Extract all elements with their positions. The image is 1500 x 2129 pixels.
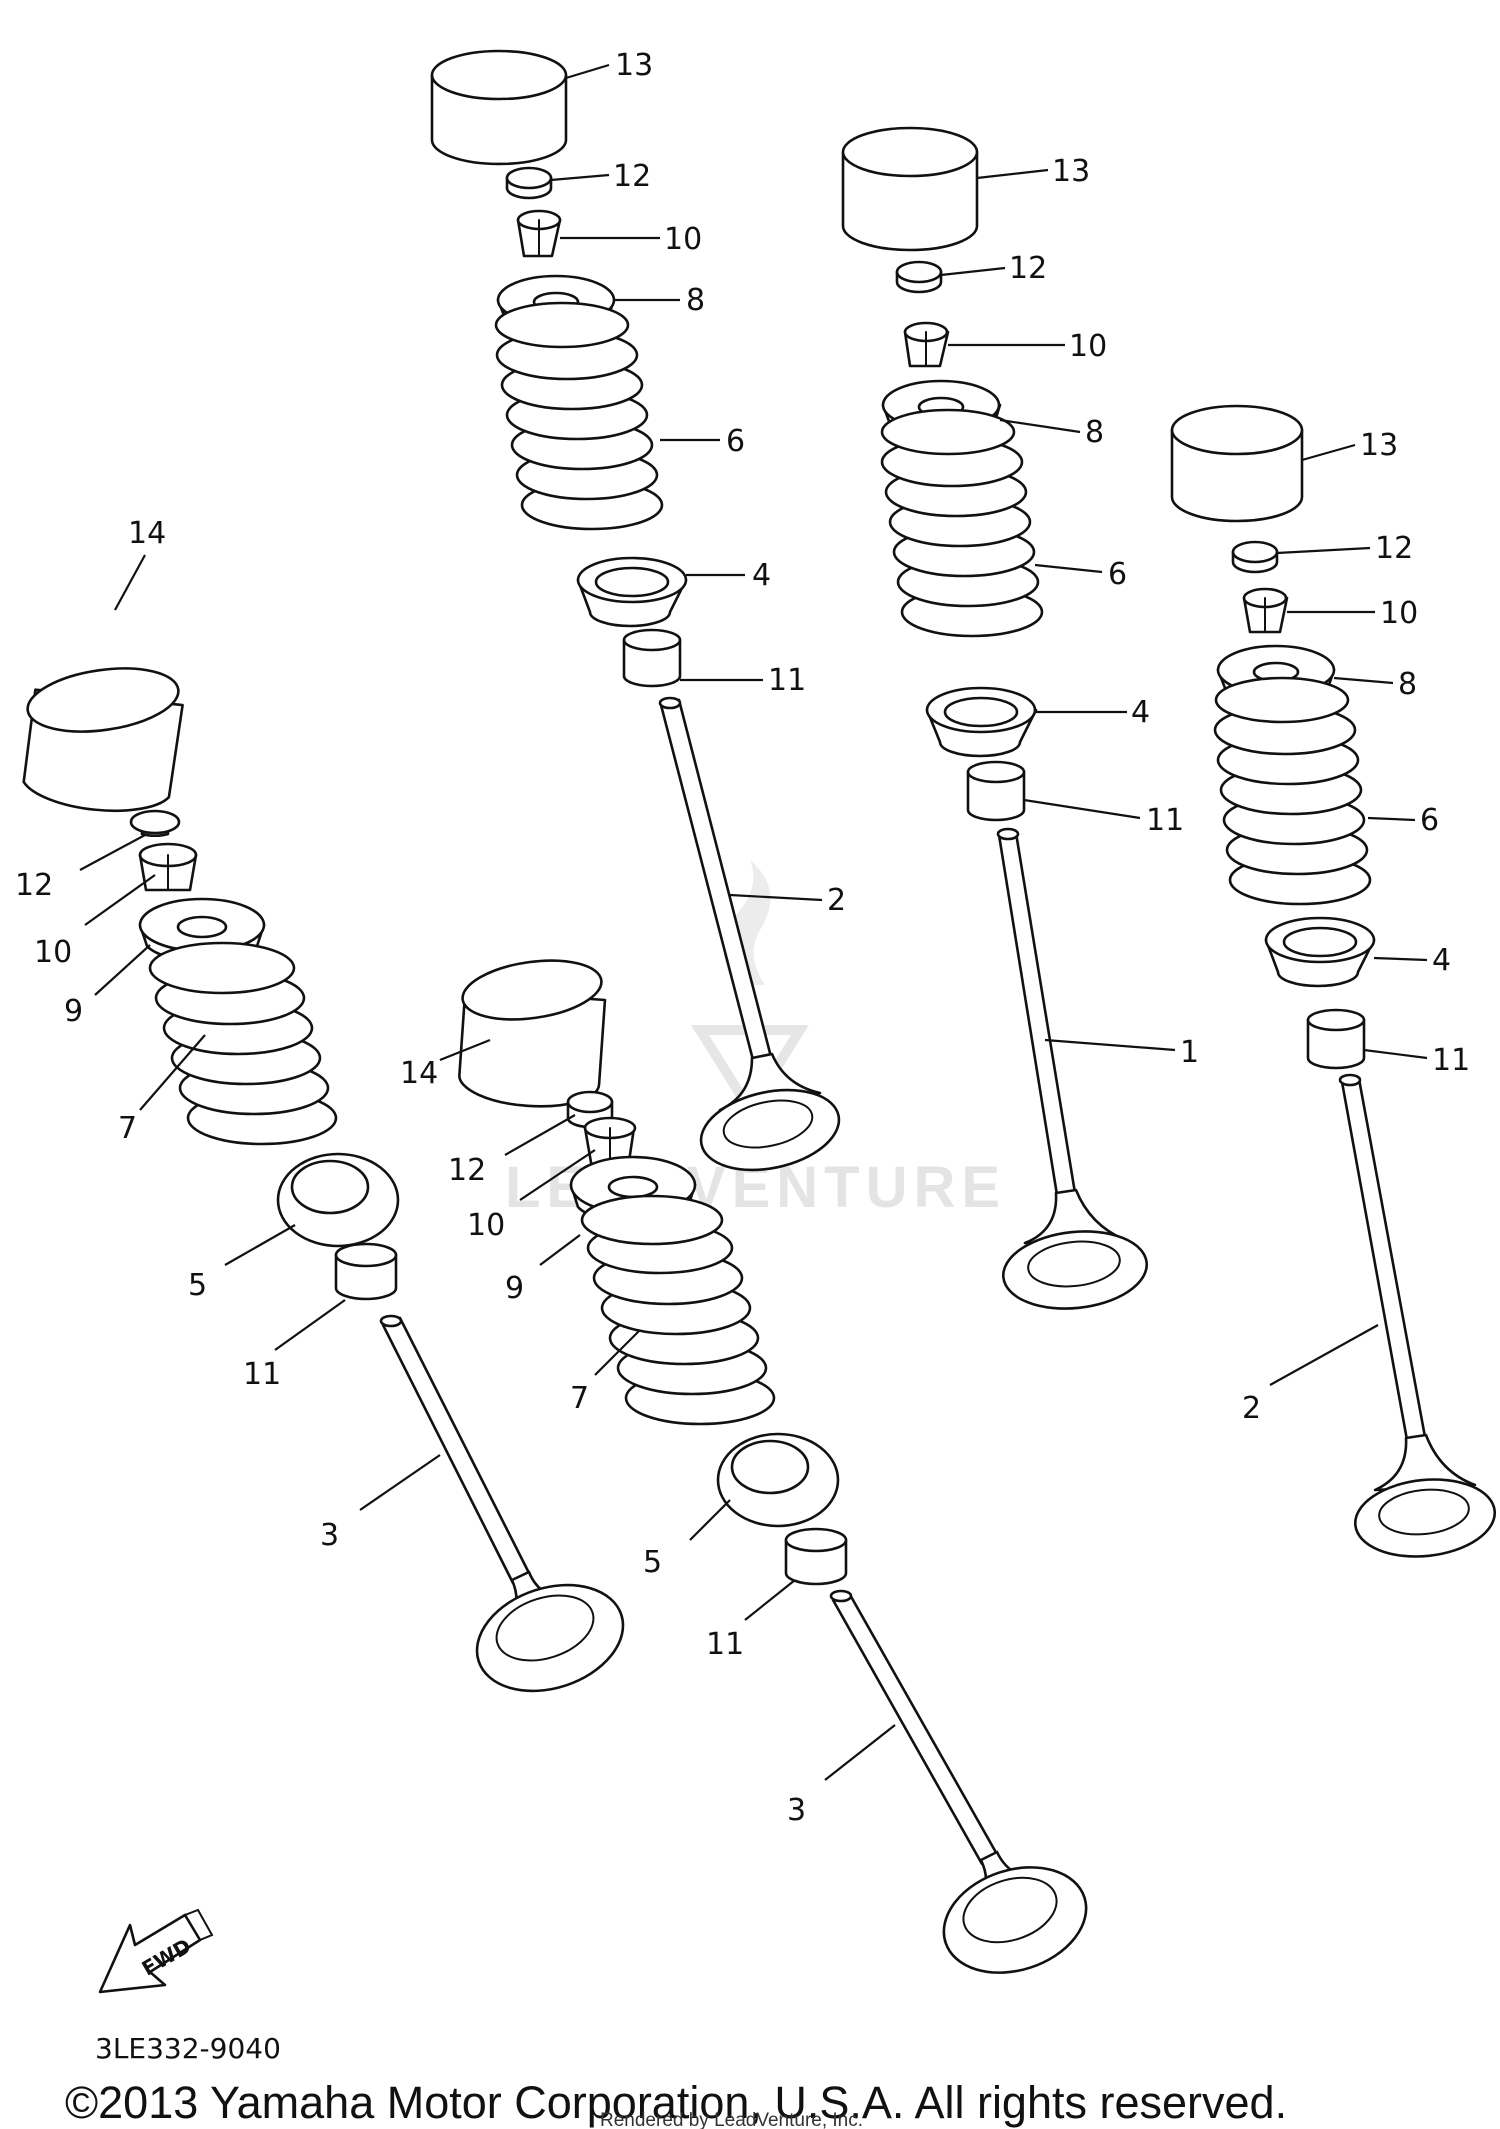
valve (658, 696, 841, 1172)
spring-seat (276, 1152, 400, 1248)
callout-12: 12 (448, 1153, 486, 1188)
callout-9: 9 (64, 994, 83, 1029)
callout-12: 12 (15, 868, 53, 903)
callouts: 14 12 10 9 7 5 11 3 (400, 1038, 896, 1828)
callout-12: 12 (1009, 251, 1047, 286)
callout-8: 8 (1085, 415, 1104, 450)
callout-1: 1 (1180, 1035, 1199, 1070)
valve-assembly-d: 14 12 10 9 7 5 11 3 (15, 516, 625, 1693)
callout-11: 11 (1432, 1043, 1470, 1078)
valve-spring (148, 941, 338, 1146)
valve-assembly-a: 13 12 10 8 6 4 11 2 (430, 48, 846, 1172)
callout-8: 8 (686, 283, 705, 318)
tappet (22, 667, 184, 813)
valve (996, 827, 1149, 1310)
callout-13: 13 (1360, 428, 1398, 463)
cotter (138, 842, 198, 892)
tappet (841, 126, 979, 252)
callouts: 13 12 10 8 6 4 11 2 (550, 48, 846, 918)
callout-5: 5 (643, 1545, 662, 1580)
callout-6: 6 (1420, 803, 1439, 838)
valve-spring (880, 408, 1044, 638)
valve-spring (1213, 676, 1372, 906)
callout-6: 6 (726, 424, 745, 459)
callout-10: 10 (664, 222, 702, 257)
callout-8: 8 (1398, 667, 1417, 702)
callout-14: 14 (400, 1056, 438, 1091)
rendered-by-text: Rendered by LeadVenture, Inc. (600, 2110, 863, 2129)
spring-seat (716, 1432, 840, 1528)
spring-seat (925, 686, 1038, 758)
callout-14: 14 (128, 516, 166, 551)
callout-4: 4 (1432, 943, 1451, 978)
shim (895, 260, 943, 294)
callout-7: 7 (118, 1111, 137, 1146)
callout-12: 12 (1375, 531, 1413, 566)
valve-stem-seal (784, 1527, 848, 1586)
callout-10: 10 (467, 1208, 505, 1243)
shim (129, 809, 181, 838)
callout-13: 13 (615, 48, 653, 83)
callout-7: 7 (570, 1381, 589, 1416)
tappet (430, 49, 568, 166)
callouts: 13 12 10 8 6 4 11 1 (940, 154, 1199, 1070)
callout-3: 3 (787, 1793, 806, 1828)
callout-3: 3 (320, 1518, 339, 1553)
tappet (1170, 404, 1304, 523)
spring-seat (576, 556, 688, 628)
valve-spring (580, 1194, 776, 1426)
callout-4: 4 (1131, 695, 1150, 730)
valve (1338, 1073, 1497, 1558)
shim (505, 166, 553, 200)
valve (379, 1314, 625, 1693)
valve (829, 1589, 1088, 1974)
callout-5: 5 (188, 1268, 207, 1303)
callout-11: 11 (243, 1357, 281, 1392)
cotter (583, 1116, 637, 1170)
cotter (1242, 587, 1289, 634)
shim (1231, 540, 1279, 574)
copyright-text: ©2013 Yamaha Motor Corporation, U.S.A. A… (65, 2077, 1287, 2128)
callout-10: 10 (34, 935, 72, 970)
valve-stem-seal (622, 628, 682, 688)
tappet (458, 959, 607, 1108)
part-code: 3LE332-9040 (95, 2032, 281, 2065)
callout-11: 11 (706, 1627, 744, 1662)
callout-2: 2 (827, 883, 846, 918)
callout-10: 10 (1380, 596, 1418, 631)
callouts: 14 12 10 9 7 5 11 3 (15, 516, 441, 1553)
valve-stem-seal (1306, 1008, 1366, 1070)
valve-spring (494, 301, 664, 531)
valve-stem-seal (334, 1242, 398, 1301)
callout-12: 12 (613, 159, 651, 194)
valve-assembly-e: 14 12 10 9 7 5 11 3 (400, 959, 1088, 1974)
valve-assembly-c: 13 12 10 8 6 4 11 2 (1170, 404, 1497, 1558)
cotter (903, 321, 950, 368)
callout-13: 13 (1052, 154, 1090, 189)
callouts: 13 12 10 8 6 4 11 2 (1242, 428, 1470, 1426)
callout-11: 11 (1146, 803, 1184, 838)
callout-2: 2 (1242, 1391, 1261, 1426)
callout-11: 11 (768, 663, 806, 698)
callout-6: 6 (1108, 557, 1127, 592)
cotter (516, 209, 562, 258)
valve-stem-seal (966, 760, 1026, 822)
callout-10: 10 (1069, 329, 1107, 364)
callout-9: 9 (505, 1271, 524, 1306)
fwd-arrow-icon: FWD (98, 1908, 214, 1994)
callout-4: 4 (752, 558, 771, 593)
spring-seat (1264, 916, 1376, 988)
valve-assembly-b: 13 12 10 8 6 4 11 1 (841, 126, 1199, 1310)
